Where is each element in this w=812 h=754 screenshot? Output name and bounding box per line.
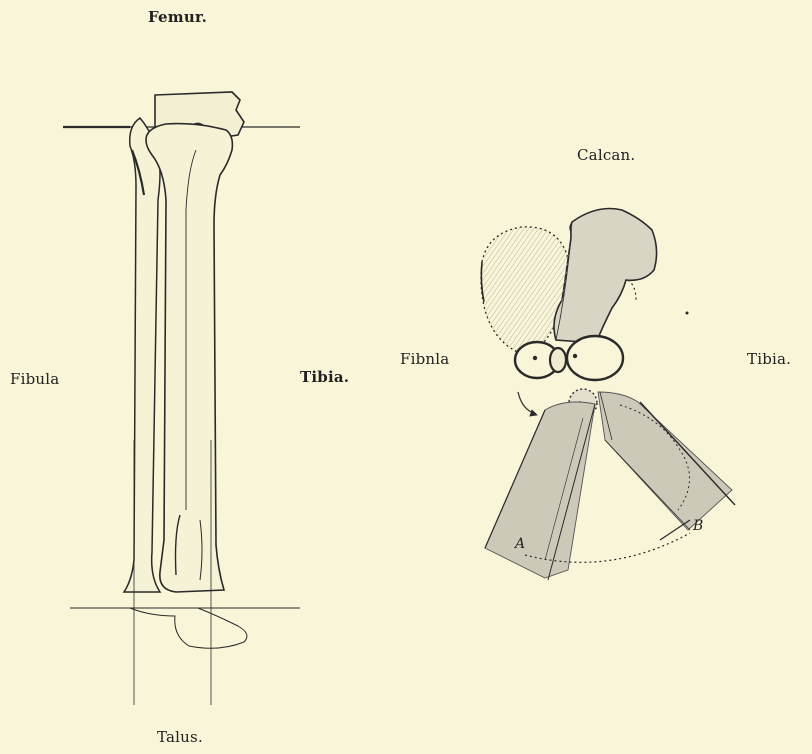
band-a <box>485 402 595 578</box>
left-leg-figure <box>63 92 300 705</box>
talus-outline <box>130 608 247 648</box>
tibia-label-right: Tibia. <box>747 350 791 368</box>
rotation-arrow <box>518 392 536 414</box>
fibula-label-right: Fibnla <box>400 350 449 368</box>
talus-label: Talus. <box>157 728 203 746</box>
fibula-label-left: Fibula <box>10 370 59 388</box>
calcaneus <box>554 209 657 344</box>
angle-a-label: A <box>515 536 525 552</box>
tibia-label-left: Tibia. <box>300 368 349 386</box>
band-b <box>598 392 732 530</box>
calcan-label: Calcan. <box>577 146 635 164</box>
femur-label: Femur. <box>148 8 207 26</box>
angle-b-label: B <box>693 518 704 534</box>
